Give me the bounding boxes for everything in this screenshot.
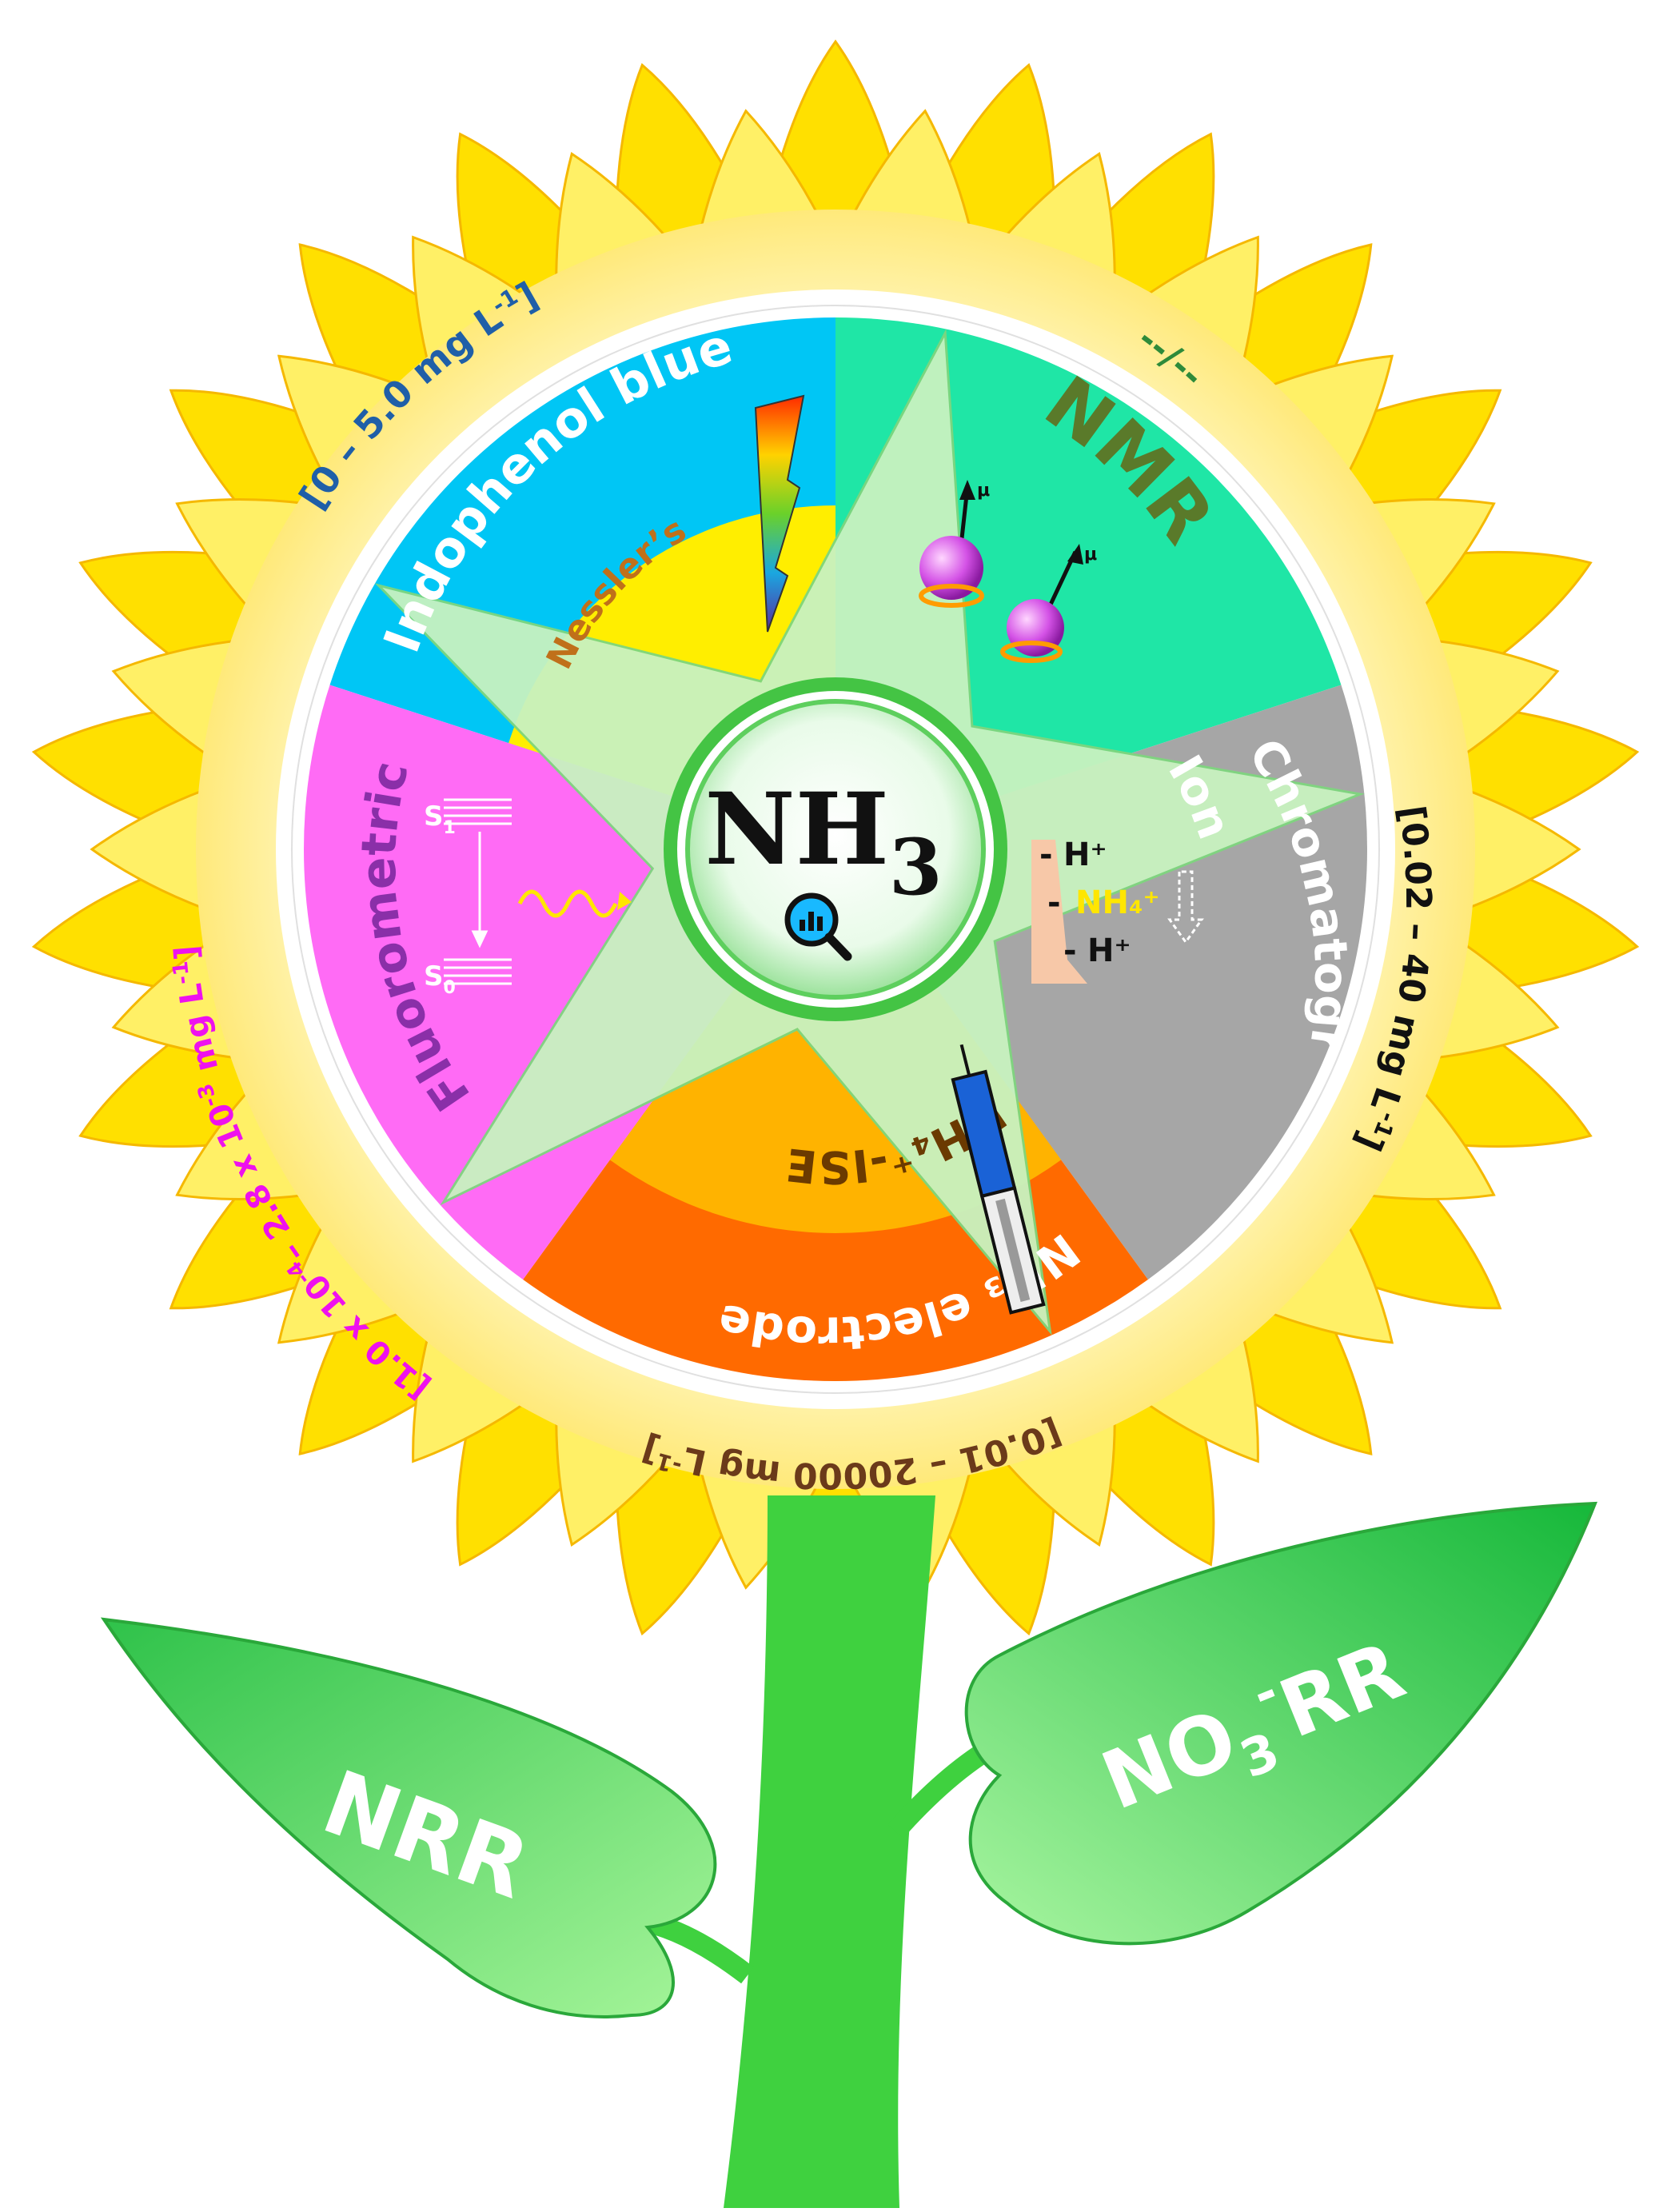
ion-nh4: NH₄⁺ <box>1075 884 1160 921</box>
center-core <box>685 699 986 1000</box>
energy-levels-icon <box>444 798 632 985</box>
ion-minus-3: - <box>1063 932 1077 969</box>
center-formula: NH3 <box>704 772 942 912</box>
left-leaf <box>100 1617 717 2018</box>
stem <box>724 1495 935 2208</box>
fluoro-s0: S0 <box>424 960 456 998</box>
ion-h-plus-1: H⁺ <box>1063 836 1107 873</box>
electrode-icon <box>951 1044 1046 1315</box>
ion-exchange-icon <box>1031 840 1204 984</box>
fluoro-s1: S1 <box>424 801 456 838</box>
ion-minus-1: - <box>1039 836 1053 873</box>
right-leaf <box>964 1501 1597 1946</box>
svg-text:μ: μ <box>977 481 990 501</box>
magnifier-chart-icon <box>784 892 852 961</box>
spinning-nucleus-icon: μ μ <box>919 480 1097 663</box>
color-gradient-icon <box>754 394 805 633</box>
ion-h-plus-2: H⁺ <box>1087 932 1131 969</box>
ion-minus-2: - <box>1047 884 1061 921</box>
svg-text:μ: μ <box>1084 545 1097 565</box>
